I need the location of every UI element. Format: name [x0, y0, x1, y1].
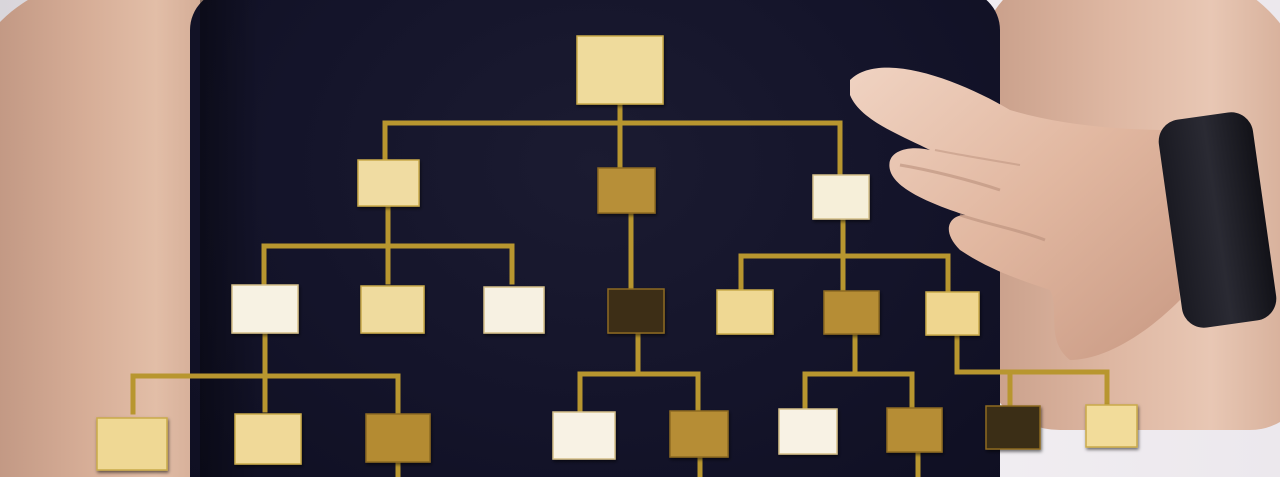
chart-node: [1085, 404, 1138, 448]
chart-node: [886, 407, 943, 453]
chart-node: [812, 174, 870, 220]
chart-node: [576, 35, 664, 105]
chart-node: [234, 413, 302, 465]
chart-node: [669, 410, 729, 458]
connectors: [130, 101, 1110, 477]
chart-node: [985, 405, 1041, 450]
hand-icon: [850, 67, 1180, 360]
chart-node: [483, 286, 545, 334]
chart-node: [231, 284, 299, 334]
chart-node: [823, 290, 880, 335]
chart-node: [925, 291, 980, 336]
chart-node: [778, 408, 838, 455]
shirt-shadow: [200, 0, 260, 477]
chart-node: [96, 417, 168, 471]
chart-node: [552, 411, 616, 460]
chart-node: [597, 167, 656, 214]
chart-node: [716, 289, 774, 335]
chart-node: [607, 288, 665, 334]
chart-node: [360, 285, 425, 334]
chart-node: [365, 413, 431, 463]
chart-node: [357, 159, 420, 207]
